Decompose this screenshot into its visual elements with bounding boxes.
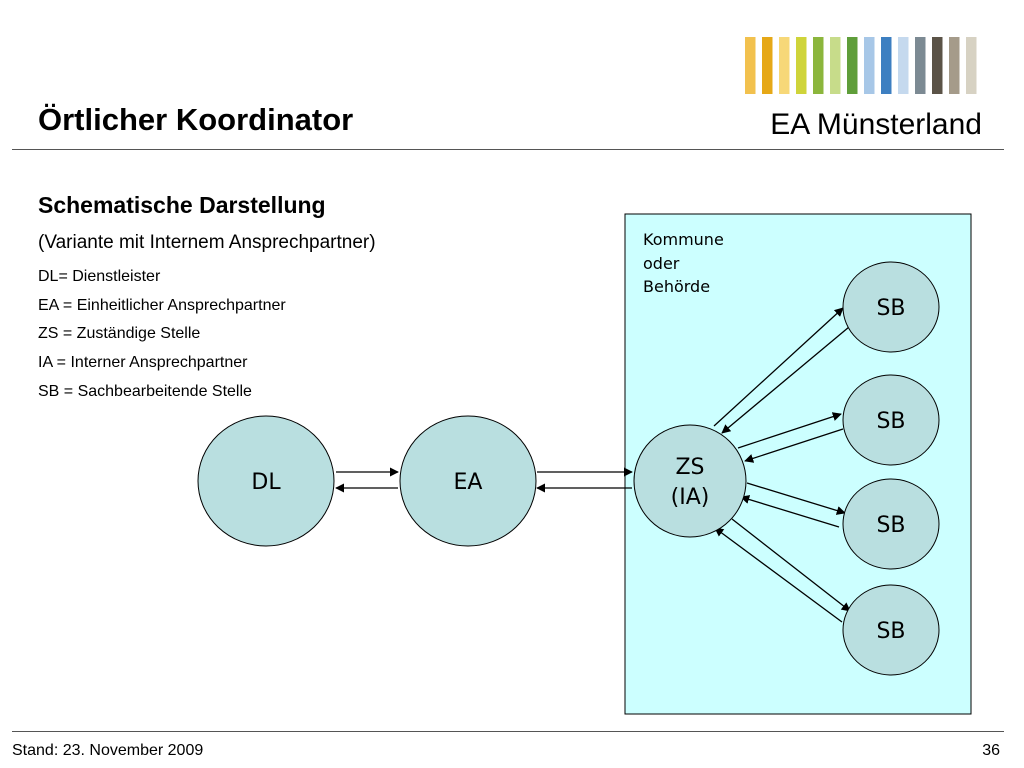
node-dl-label: DL [251, 470, 281, 495]
logo-stripe [762, 37, 773, 94]
logo-stripe [813, 37, 824, 94]
brand-name: EA Münsterland [770, 108, 982, 141]
arrow-zs-to-sb1 [713, 307, 844, 427]
page-title: Örtlicher Koordinator [38, 102, 354, 137]
node-sb4 [842, 584, 940, 676]
arrow-sb4-to-zs [714, 527, 843, 623]
legend-item: IA = Interner Ansprechpartner [38, 354, 248, 372]
footer-divider [12, 731, 1004, 732]
section-heading: Schematische Darstellung [38, 192, 326, 218]
variant-note: (Variante mit Internem Ansprechpartner) [38, 232, 376, 253]
arrow-sb3-to-zs [740, 495, 840, 528]
logo-stripe [830, 37, 841, 94]
node-ea [399, 415, 537, 547]
arrow-zs-to-sb3 [746, 482, 846, 515]
logo-stripes [745, 37, 977, 94]
region-label-line1: Kommune [643, 230, 724, 249]
region-label-line2: oder [643, 254, 680, 273]
logo-stripe [966, 37, 977, 94]
logo-stripe [898, 37, 909, 94]
logo-stripe [796, 37, 807, 94]
node-ea-label: EA [454, 470, 483, 495]
arrow-sb1-to-zs [721, 326, 850, 434]
footer-date: Stand: 23. November 2009 [12, 742, 204, 759]
logo-stripe [745, 37, 756, 94]
node-sb3 [842, 478, 940, 570]
page-number: 36 [982, 742, 1000, 759]
legend-item: SB = Sachbearbeitende Stelle [38, 382, 252, 400]
region-label-line3: Behörde [643, 277, 710, 296]
abbreviation-legend: DL= Dienstleister EA = Einheitlicher Ans… [38, 263, 286, 407]
logo-stripe [949, 37, 960, 94]
node-sb4-label: SB [876, 619, 905, 644]
node-sb3-label: SB [876, 513, 905, 538]
node-zs-label-line2: (IA) [671, 485, 710, 510]
node-sb2 [842, 374, 940, 466]
logo-stripe [847, 37, 858, 94]
logo-stripe [864, 37, 875, 94]
logo-stripe [932, 37, 943, 94]
logo-stripe [915, 37, 926, 94]
node-zs-label-line1: ZS [675, 455, 704, 480]
legend-item: DL= Dienstleister [38, 268, 161, 285]
node-sb2-label: SB [876, 409, 905, 434]
header-divider [12, 149, 1004, 150]
legend-item: ZS = Zuständige Stelle [38, 325, 201, 343]
logo-stripe [881, 37, 892, 94]
node-dl [197, 415, 335, 547]
node-sb1 [842, 261, 940, 353]
arrow-zs-to-sb2 [737, 412, 842, 449]
legend-item: EA = Einheitlicher Ansprechpartner [38, 296, 286, 314]
arrow-zs-to-sb4 [731, 518, 851, 612]
logo-stripe [779, 37, 790, 94]
node-zs [633, 424, 747, 538]
node-sb1-label: SB [876, 296, 905, 321]
arrow-sb2-to-zs [744, 428, 844, 463]
